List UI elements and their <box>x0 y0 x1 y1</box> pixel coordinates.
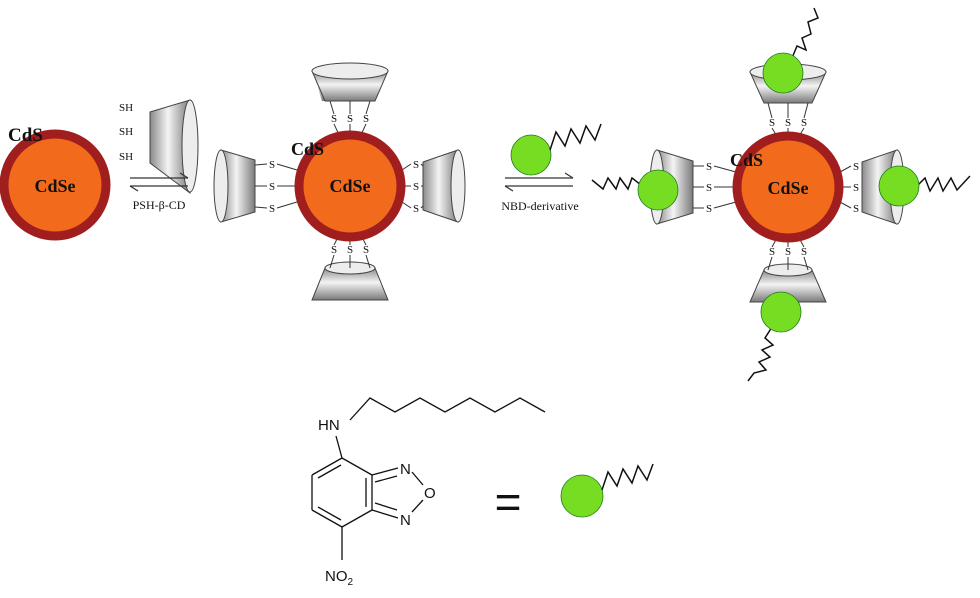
thiol-label-2: SH <box>119 126 133 138</box>
sulfur-label: S <box>269 203 275 215</box>
sulfur-label: S <box>853 182 859 194</box>
qd-core-shell <box>294 130 406 242</box>
green-ball-icon <box>762 52 804 94</box>
alkyl-tail-icon <box>791 7 819 59</box>
sulfur-label: S <box>269 181 275 193</box>
green-ball-icon <box>560 474 604 518</box>
benzo-ring <box>311 457 373 528</box>
sulfur-label: S <box>269 159 275 171</box>
alkyl-tail-icon <box>747 326 775 382</box>
sulfur-label: S <box>706 203 712 215</box>
nbd-included-quantum-dot: CdS CdSe S S S S S S S S S S S S <box>591 7 971 382</box>
equilibrium-arrow-icon <box>504 172 574 192</box>
sulfur-label: S <box>785 117 791 129</box>
nbd-structure: HN N O N NO2 <box>311 397 546 588</box>
equals-sign: = <box>495 476 522 528</box>
alkyl-tail-icon <box>549 123 602 151</box>
sulfur-label: S <box>331 244 337 256</box>
green-ball-icon <box>878 165 920 207</box>
sulfur-label: S <box>801 117 807 129</box>
sulfur-label: S <box>413 181 419 193</box>
qd-core-shell <box>732 131 844 243</box>
nbd-probe <box>510 123 602 176</box>
thiolated-cyclodextrin: SH SH SH <box>119 99 199 194</box>
sulfur-label: S <box>413 203 419 215</box>
nitro-label: NO2 <box>325 568 354 588</box>
green-ball-icon <box>637 169 679 211</box>
cyclodextrin-icon <box>149 99 191 194</box>
thiol-label-3: SH <box>119 151 133 163</box>
oxadiazole-ring: N O N <box>371 461 436 529</box>
shell-label: CdS <box>8 125 43 146</box>
nbd-probe-legend <box>560 463 654 518</box>
sulfur-label: S <box>785 246 791 258</box>
nitrogen-label-bottom: N <box>400 512 411 529</box>
nitrogen-label-top: N <box>400 461 411 478</box>
oxygen-label: O <box>424 485 436 502</box>
alkyl-tail-icon <box>601 463 654 491</box>
core-label: CdSe <box>34 176 75 196</box>
reagent-1-label: PSH-β-CD <box>133 198 186 212</box>
qd-core-shell <box>0 129 111 241</box>
sulfur-label: S <box>413 159 419 171</box>
sulfur-label: S <box>769 117 775 129</box>
green-ball-icon <box>510 134 552 176</box>
amine-label: HN <box>318 417 340 434</box>
sulfur-label: S <box>347 244 353 256</box>
reagent-2-label: NBD-derivative <box>501 199 578 213</box>
thiol-label-1: SH <box>119 102 133 114</box>
sulfur-label: S <box>706 161 712 173</box>
hexyl-chain <box>349 397 546 421</box>
sulfur-label: S <box>347 113 353 125</box>
cd-capped-quantum-dot: CdS CdSe S S S S S S S S S S S S <box>213 62 466 301</box>
sulfur-label: S <box>853 203 859 215</box>
alkyl-tail-icon <box>591 176 642 191</box>
bare-quantum-dot: CdS CdSe <box>0 125 111 241</box>
sulfur-label: S <box>706 182 712 194</box>
sulfur-label: S <box>363 244 369 256</box>
sulfur-label: S <box>769 246 775 258</box>
equilibrium-arrow-icon <box>129 172 189 192</box>
sulfur-label: S <box>331 113 337 125</box>
alkyl-tail-icon <box>916 175 971 193</box>
core-label: CdSe <box>329 176 370 196</box>
sulfur-label: S <box>853 161 859 173</box>
green-ball-icon <box>760 291 802 333</box>
shell-label: CdS <box>730 150 763 170</box>
sulfur-label: S <box>801 246 807 258</box>
core-label: CdSe <box>767 178 808 198</box>
sulfur-label: S <box>363 113 369 125</box>
shell-label: CdS <box>291 139 324 159</box>
